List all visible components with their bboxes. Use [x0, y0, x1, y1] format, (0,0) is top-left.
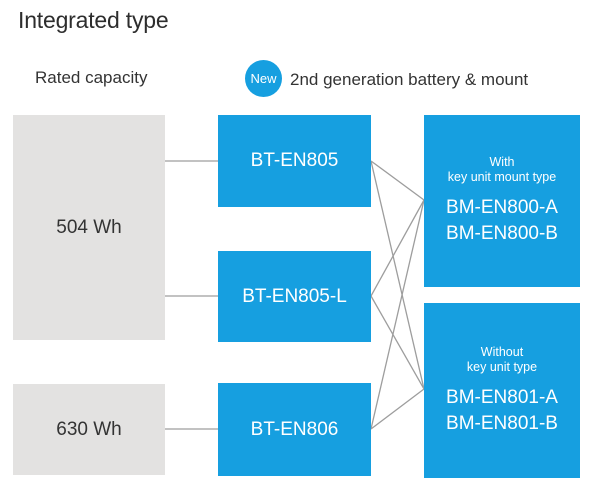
connector-bt-en805-bm-en800: [370, 160, 425, 201]
connector-bt-en806-bm-en800: [370, 199, 425, 430]
battery-label: BT-EN805-L: [242, 285, 347, 307]
connector-bt-en805-l-bm-en801: [370, 295, 425, 390]
capacity-label: 504 Wh: [56, 216, 122, 238]
mount-model: BM-EN800-B: [446, 223, 558, 244]
rated-capacity-heading: Rated capacity: [35, 68, 148, 87]
new-badge: New: [245, 60, 282, 97]
capacity-box-630wh: 630 Wh: [13, 384, 165, 475]
battery-label: BT-EN806: [250, 418, 339, 440]
mount-box-bm-en800: With key unit mount type BM-EN800-A BM-E…: [424, 115, 580, 287]
battery-label: BT-EN805: [250, 150, 339, 171]
new-badge-caption: 2nd generation battery & mount: [290, 70, 529, 89]
mount-type-line1: Without: [480, 344, 524, 359]
mount-type-line2: key unit mount type: [447, 170, 557, 184]
connector-bt-en805-bm-en801: [370, 160, 425, 390]
mount-type-description: With key unit mount type: [448, 155, 556, 185]
mount-type-line1: With: [489, 155, 515, 169]
mount-type-description: Without key unit type: [467, 345, 537, 375]
mount-box-bm-en801: Without key unit type BM-EN801-A BM-EN80…: [424, 303, 580, 478]
capacity-box-504wh: 504 Wh: [13, 115, 165, 340]
battery-box-bt-en806: BT-EN806: [218, 383, 371, 476]
mount-model: BM-EN800-A: [446, 197, 558, 218]
battery-box-bt-en805: BT-EN805: [218, 115, 371, 207]
connector-bt-en805-l-bm-en800: [370, 199, 425, 297]
connector-bt-en806-bm-en801: [370, 388, 425, 430]
new-badge-label: New: [250, 71, 277, 86]
battery-box-bt-en805-l: BT-EN805-L: [218, 251, 371, 342]
capacity-label: 630 Wh: [56, 418, 122, 440]
mount-type-line2: key unit type: [466, 359, 538, 374]
mount-model: BM-EN801-A: [446, 386, 558, 408]
mount-model: BM-EN801-B: [446, 412, 558, 434]
page-title: Integrated type: [18, 7, 169, 33]
